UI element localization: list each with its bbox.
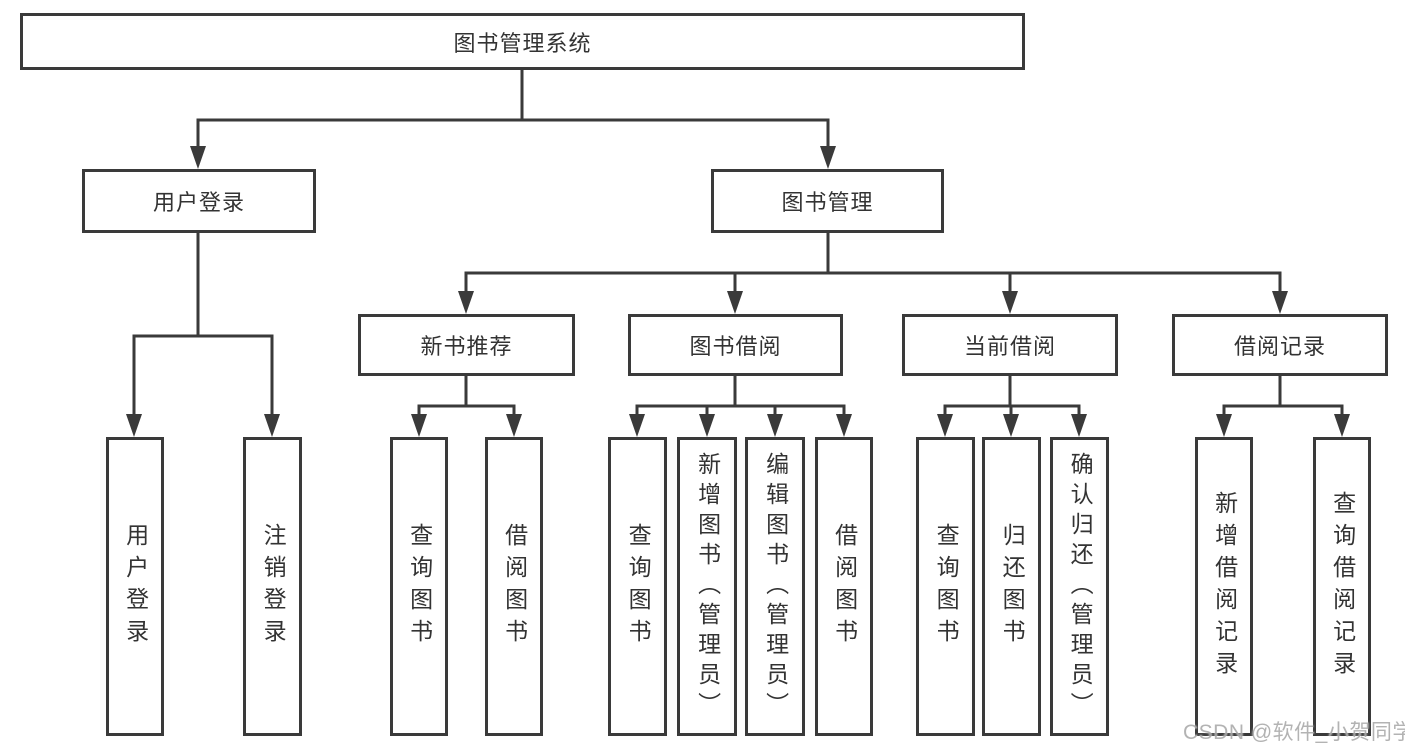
leaf-borrow-book-2-label: 借阅图书 xyxy=(831,522,858,651)
node-user-login-label: 用户登录 xyxy=(152,190,245,215)
leaf-add-borrow-record: 新增借阅记录 xyxy=(1195,437,1253,736)
leaf-user-login: 用户登录 xyxy=(106,437,164,736)
leaf-confirm-return-admin: 确认归还（管理员） xyxy=(1050,437,1109,736)
connector-currentborrow-to-leaves xyxy=(943,375,1081,414)
leaf-query-book-3-label: 查询图书 xyxy=(933,522,960,651)
leaf-logout-label: 注销登录 xyxy=(260,522,287,651)
node-root: 图书管理系统 xyxy=(20,13,1025,70)
arrowhead-icons xyxy=(126,146,1350,437)
leaf-borrow-book-1: 借阅图书 xyxy=(485,437,543,736)
node-book-management: 图书管理 xyxy=(711,169,944,233)
leaf-borrow-book-1-label: 借阅图书 xyxy=(501,522,528,651)
node-new-book-recommend: 新书推荐 xyxy=(358,314,575,376)
leaf-user-login-label: 用户登录 xyxy=(122,522,149,651)
connector-userlogin-to-leaves xyxy=(132,233,274,415)
leaf-return-book-label: 归还图书 xyxy=(999,522,1026,651)
node-book-borrow-label: 图书借阅 xyxy=(689,334,782,359)
node-current-borrow-label: 当前借阅 xyxy=(963,334,1056,359)
leaf-add-borrow-record-label: 新增借阅记录 xyxy=(1211,490,1238,683)
node-book-management-label: 图书管理 xyxy=(781,190,874,215)
leaf-query-book-1: 查询图书 xyxy=(390,437,448,736)
connector-records-to-leaves xyxy=(1222,375,1344,414)
leaf-edit-book-admin-label: 编辑图书（管理员） xyxy=(762,451,789,722)
node-new-book-recommend-label: 新书推荐 xyxy=(420,334,513,359)
connector-newbook-to-leaves xyxy=(417,375,516,414)
leaf-logout: 注销登录 xyxy=(243,437,302,736)
leaf-confirm-return-admin-label: 确认归还（管理员） xyxy=(1067,451,1094,722)
watermark: CSDN @软件_小贺同学 xyxy=(1183,721,1405,744)
connector-bookmgmt-to-sections xyxy=(464,233,1282,292)
node-book-borrow: 图书借阅 xyxy=(628,314,843,376)
leaf-query-book-2: 查询图书 xyxy=(608,437,667,736)
node-borrow-records-label: 借阅记录 xyxy=(1233,334,1326,359)
node-root-label: 图书管理系统 xyxy=(453,30,592,56)
connector-root-to-level2 xyxy=(196,70,830,148)
leaf-query-book-1-label: 查询图书 xyxy=(406,522,433,651)
leaf-query-book-2-label: 查询图书 xyxy=(625,522,652,651)
leaf-edit-book-admin: 编辑图书（管理员） xyxy=(745,437,805,736)
node-user-login: 用户登录 xyxy=(82,169,316,233)
node-current-borrow: 当前借阅 xyxy=(902,314,1118,376)
leaf-query-borrow-record-label: 查询借阅记录 xyxy=(1329,490,1356,683)
leaf-add-book-admin-label: 新增图书（管理员） xyxy=(694,451,721,722)
leaf-borrow-book-2: 借阅图书 xyxy=(815,437,873,736)
leaf-query-book-3: 查询图书 xyxy=(916,437,975,736)
leaf-query-borrow-record: 查询借阅记录 xyxy=(1313,437,1371,736)
node-borrow-records: 借阅记录 xyxy=(1172,314,1388,376)
connector-bookborrow-to-leaves xyxy=(635,375,846,414)
leaf-add-book-admin: 新增图书（管理员） xyxy=(677,437,737,736)
leaf-return-book: 归还图书 xyxy=(982,437,1041,736)
